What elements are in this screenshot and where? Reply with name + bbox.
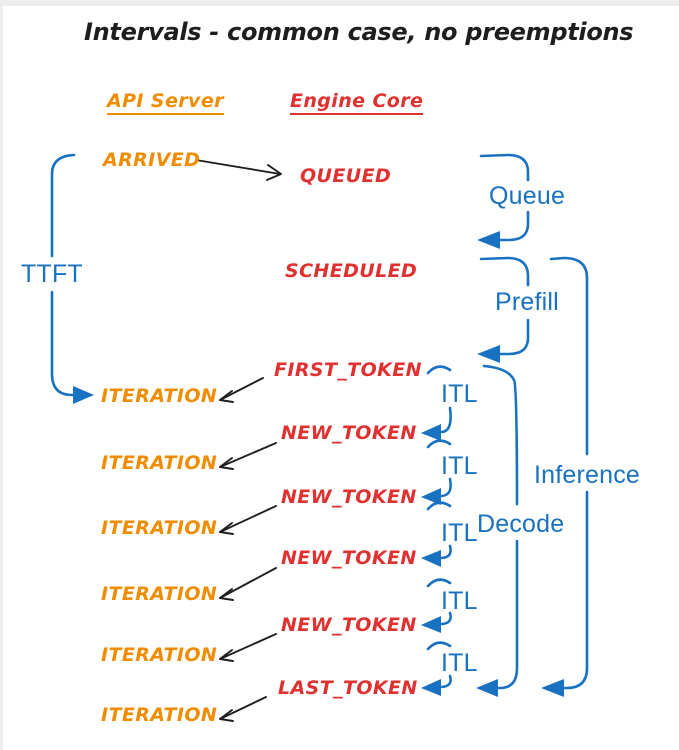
- top-edge-divider: [0, 0, 679, 6]
- column-header-engine-core: Engine Core: [290, 90, 424, 115]
- new-token-to-iteration-arrow: [219, 505, 277, 535]
- new-token-to-iteration-arrow: [219, 567, 277, 601]
- itl-hook: [426, 641, 452, 651]
- itl-arrow: [440, 611, 452, 626]
- prefill-arrowhead: [477, 345, 500, 363]
- event-scheduled: SCHEDULED: [285, 260, 418, 282]
- itl-hook: [426, 439, 452, 449]
- event-iteration: ITERATION: [101, 704, 218, 726]
- itl-arrowhead: [421, 616, 441, 633]
- ttft-bracket: [50, 153, 94, 404]
- interval-label-itl: ITL: [441, 587, 478, 615]
- event-new-token: NEW_TOKEN: [281, 547, 417, 569]
- new-token-to-iteration-arrow: [219, 633, 277, 662]
- queue-arrowhead: [477, 231, 500, 249]
- decode-arrowhead: [476, 679, 498, 697]
- first-token-to-iteration-arrow: [219, 377, 264, 403]
- event-iteration: ITERATION: [101, 517, 218, 539]
- left-edge-divider: [0, 0, 3, 750]
- inference-arrowhead: [541, 679, 564, 697]
- interval-label-decode: Decode: [477, 510, 565, 538]
- event-iteration: ITERATION: [101, 644, 218, 666]
- itl-arrow: [440, 406, 452, 434]
- page-title: Intervals - common case, no preemptions: [84, 18, 634, 46]
- new-token-to-iteration-arrow: [219, 442, 277, 470]
- last-token-to-iteration-arrow: [219, 696, 267, 722]
- itl-arrow: [440, 544, 452, 560]
- interval-label-itl: ITL: [441, 380, 478, 408]
- interval-label-queue: Queue: [489, 182, 566, 210]
- interval-label-itl: ITL: [441, 519, 478, 547]
- column-header-api-server: API Server: [107, 90, 224, 115]
- itl-arrow: [440, 477, 452, 498]
- event-queued: QUEUED: [300, 165, 392, 187]
- queue-bracket: [477, 153, 530, 249]
- itl-hook: [426, 365, 452, 375]
- event-first-token: FIRST_TOKEN: [274, 359, 422, 381]
- arrived-to-queued-arrow: [195, 159, 282, 181]
- prefill-bracket: [477, 256, 530, 363]
- event-new-token: NEW_TOKEN: [281, 486, 417, 508]
- event-iteration: ITERATION: [101, 385, 218, 407]
- itl-arrowhead: [421, 488, 441, 505]
- interval-label-ttft: TTFT: [21, 260, 83, 288]
- interval-label-itl: ITL: [441, 649, 478, 677]
- itl-arrowhead: [421, 424, 441, 441]
- itl-hook: [426, 578, 452, 588]
- itl-arrowhead: [421, 550, 441, 567]
- itl-arrow: [440, 674, 452, 689]
- ttft-arrowhead: [73, 386, 94, 404]
- inference-bracket: [541, 256, 589, 697]
- event-new-token: NEW_TOKEN: [281, 614, 417, 636]
- interval-label-prefill: Prefill: [495, 288, 559, 316]
- itl-arrowhead: [421, 679, 441, 696]
- event-iteration: ITERATION: [101, 452, 218, 474]
- event-iteration: ITERATION: [101, 583, 218, 605]
- event-arrived: ARRIVED: [103, 149, 201, 171]
- decode-bracket: [476, 364, 519, 697]
- event-new-token: NEW_TOKEN: [281, 422, 417, 444]
- event-last-token: LAST_TOKEN: [278, 677, 418, 699]
- interval-label-inference: Inference: [534, 461, 641, 489]
- interval-label-itl: ITL: [441, 452, 478, 480]
